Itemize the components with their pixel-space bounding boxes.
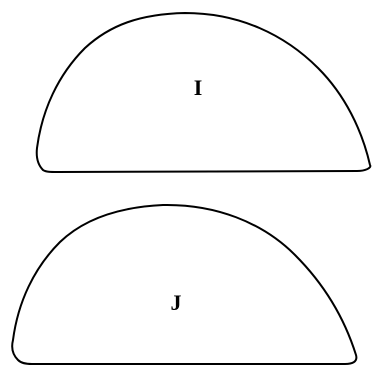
shape-j-label: J	[171, 290, 182, 315]
shape-i-label: I	[194, 75, 203, 100]
shape-i: I	[37, 13, 371, 172]
shape-i-outline	[37, 13, 371, 172]
shape-j-outline	[12, 205, 356, 364]
shape-j: J	[12, 205, 356, 364]
